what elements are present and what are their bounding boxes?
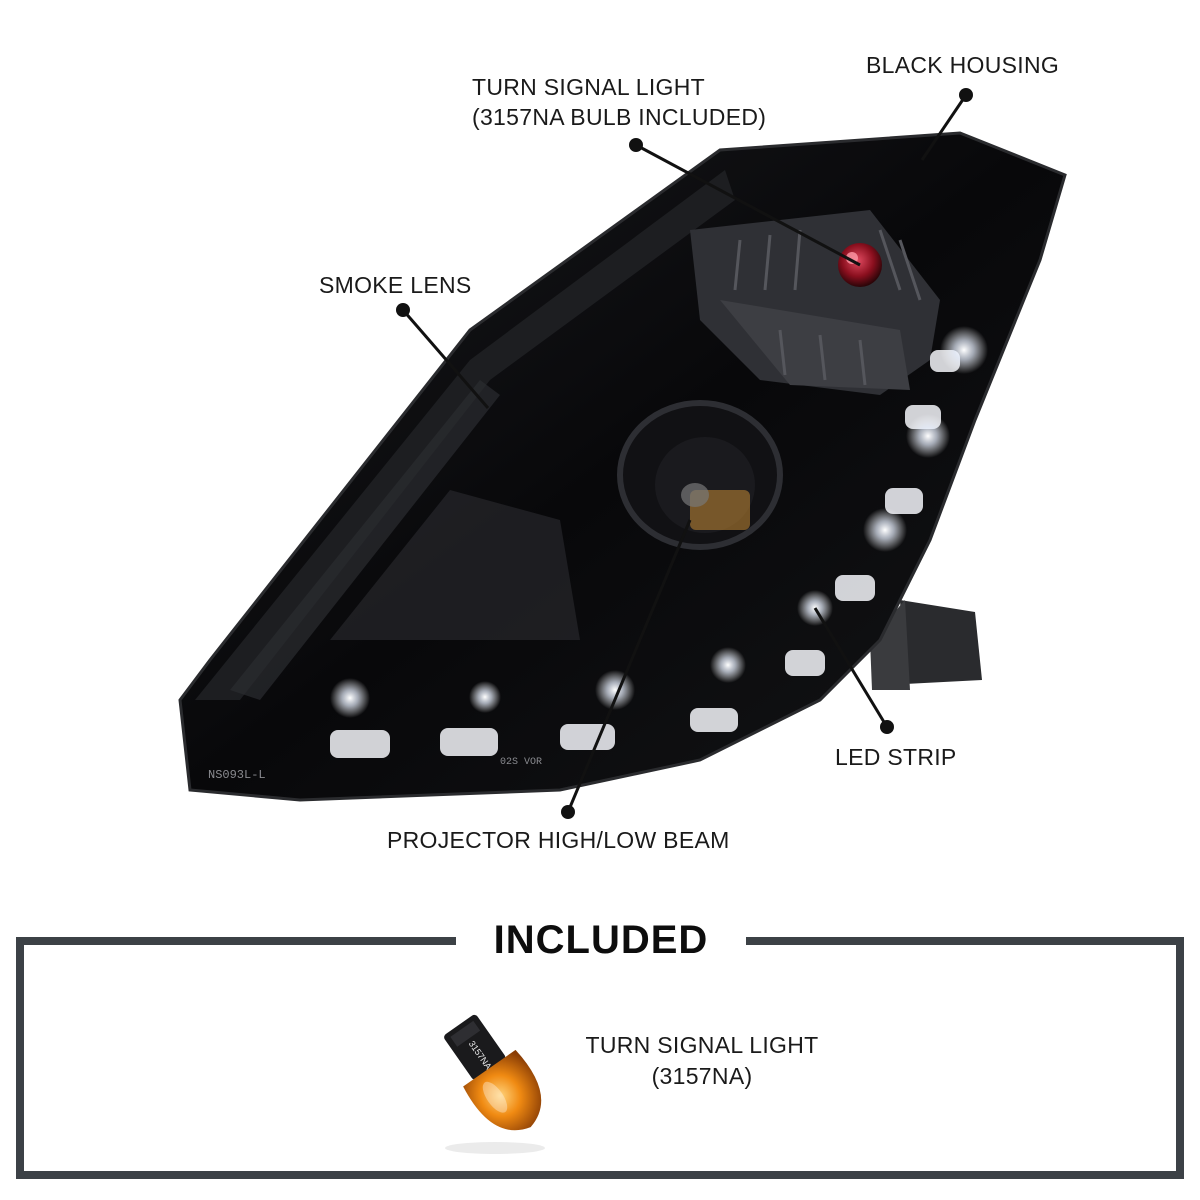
led-glows [330,326,988,718]
headlight-illustration: NS093L-L 02S VOR [178,88,1067,819]
dot-code-marking: 02S VOR [500,757,542,768]
label-turn-signal-line2: (3157NA BULB INCLUDED) [472,104,767,130]
included-item-line2: (3157NA) [651,1063,753,1089]
callout-dots [396,88,973,819]
turn-signal-reflector [690,210,940,395]
included-frame [16,937,1184,1179]
label-led-strip: LED STRIP [835,744,957,770]
projector-lens [617,400,783,550]
label-projector-beam: PROJECTOR HIGH/LOW BEAM [387,827,730,853]
included-item-line1: TURN SIGNAL LIGHT [585,1032,819,1058]
label-smoke-lens: SMOKE LENS [319,272,472,298]
included-frame-top-right [746,937,1176,945]
label-black-housing: BLACK HOUSING [866,52,1060,78]
connector-plug [870,600,982,690]
callout-leaders [401,94,968,813]
part-number-marking: NS093L-L [208,768,266,782]
bulb-3157na-icon: 3157NA [444,1014,545,1154]
included-heading: INCLUDED [493,918,709,962]
included-frame-top-left [16,937,456,945]
label-turn-signal-line1: TURN SIGNAL LIGHT [472,74,705,100]
